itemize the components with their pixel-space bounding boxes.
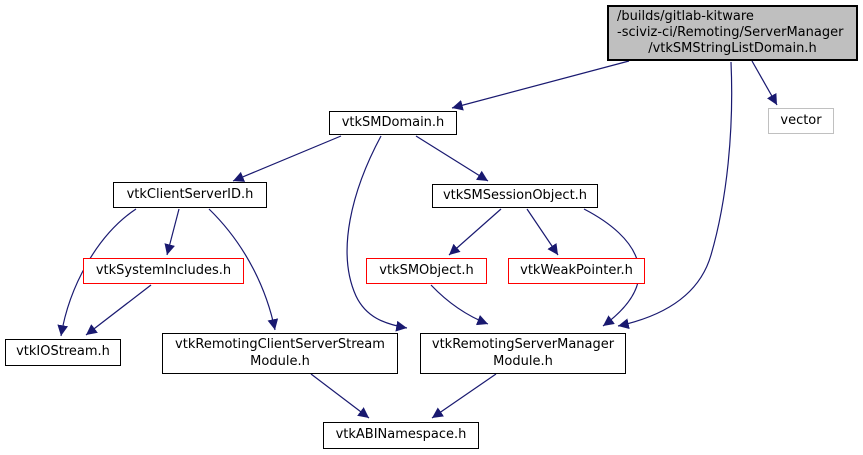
node-vtkremotingclientserverstreammodule[interactable]: vtkRemotingClientServerStream Module.h bbox=[162, 333, 398, 374]
edge-clientserverstream-module-to-vtkabinamespace bbox=[310, 373, 370, 419]
node-vtksmdomain-label: vtkSMDomain.h bbox=[341, 114, 445, 130]
node-vtkiostream[interactable]: vtkIOStream.h bbox=[5, 339, 121, 366]
edge-vtksmdomain-to-vtkclientserverid bbox=[232, 135, 342, 182]
node-vtkabinamespace-label: vtkABINamespace.h bbox=[335, 427, 467, 443]
edge-vtksmobject-to-servermanager-module bbox=[430, 284, 489, 326]
edge-vtksmdomain-to-vtksmsessionobject bbox=[415, 135, 489, 182]
edge-vtksmsessionobject-to-vtksmobject bbox=[448, 208, 502, 256]
node-vtkiostream-label: vtkIOStream.h bbox=[16, 344, 110, 360]
node-vtksmobject[interactable]: vtkSMObject.h bbox=[366, 258, 487, 284]
node-vtksystemincludes-label: vtkSystemIncludes.h bbox=[95, 262, 232, 278]
node-vtksmsessionobject[interactable]: vtkSMSessionObject.h bbox=[432, 184, 598, 208]
node-vtksmsessionobject-label: vtkSMSessionObject.h bbox=[442, 187, 588, 203]
node-vtkremotingservermanagermodule-line2: Module.h bbox=[493, 353, 553, 369]
edge-servermanager-module-to-vtkabinamespace bbox=[431, 373, 497, 419]
edge-main-to-servermanager-module bbox=[617, 61, 733, 329]
node-vtkweakpointer-label: vtkWeakPointer.h bbox=[520, 262, 633, 278]
current-file-path-line2: -sciviz-ci/Remoting/ServerManager bbox=[617, 25, 844, 40]
edge-vtksystemincludes-to-vtkiostream bbox=[85, 284, 152, 336]
edge-vtksmdomain-to-servermanager-module bbox=[346, 135, 408, 332]
node-vtksmdomain[interactable]: vtkSMDomain.h bbox=[329, 111, 457, 135]
node-vtkclientserverid[interactable]: vtkClientServerID.h bbox=[113, 182, 267, 208]
current-file-path-line1: /builds/gitlab-kitware bbox=[617, 9, 754, 24]
node-vtksmobject-label: vtkSMObject.h bbox=[379, 262, 474, 278]
node-vtkremotingclientserverstreammodule-line1: vtkRemotingClientServerStream bbox=[175, 337, 385, 353]
node-vtkweakpointer[interactable]: vtkWeakPointer.h bbox=[508, 258, 645, 284]
node-vtkabinamespace[interactable]: vtkABINamespace.h bbox=[323, 422, 479, 449]
edge-vtksmsessionobject-to-vtkweakpointer bbox=[526, 208, 559, 256]
node-vector-label: vector bbox=[780, 112, 822, 128]
node-vector: vector bbox=[768, 108, 834, 134]
node-current-file-vtksmstringlistdomain: /builds/gitlab-kitware -sciviz-ci/Remoti… bbox=[607, 5, 858, 61]
node-vtkclientserverid-label: vtkClientServerID.h bbox=[126, 186, 254, 202]
node-vtkremotingclientserverstreammodule-line2: Module.h bbox=[250, 353, 310, 369]
edge-main-to-vector bbox=[751, 60, 778, 106]
node-vtksystemincludes[interactable]: vtkSystemIncludes.h bbox=[83, 258, 244, 284]
edge-main-to-vtksmdomain bbox=[451, 60, 630, 111]
current-file-path-line3: /vtkSMStringListDomain.h bbox=[648, 41, 817, 56]
node-vtkremotingservermanagermodule[interactable]: vtkRemotingServerManager Module.h bbox=[420, 333, 626, 374]
node-vtkremotingservermanagermodule-line1: vtkRemotingServerManager bbox=[431, 337, 615, 353]
edge-vtkclientserverid-to-vtksystemincludes bbox=[164, 208, 180, 256]
